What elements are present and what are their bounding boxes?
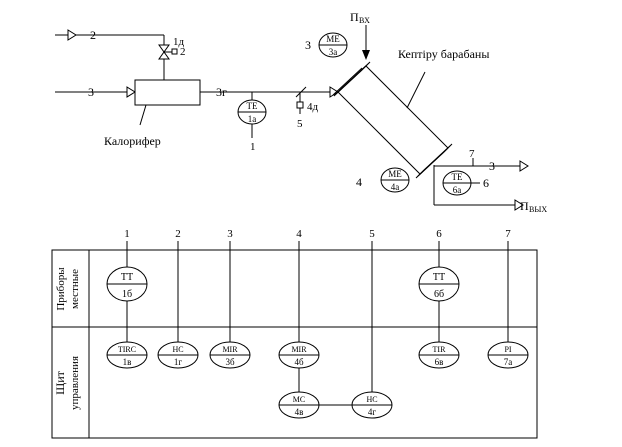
instrument-te-6a: TE 6а xyxy=(442,170,480,196)
tirc-1v-top: TIRC xyxy=(118,345,136,354)
svg-text:управления: управления xyxy=(69,356,81,410)
tir-6v-bottom: 6в xyxy=(435,357,444,367)
instrument-te-1a: TE 1а xyxy=(237,99,267,138)
pi-7a-bottom: 7а xyxy=(504,357,513,367)
tt-1b-bottom: 1б xyxy=(122,289,132,300)
calorifer-label: Калорифер xyxy=(104,134,161,148)
svg-text:Щит: Щит xyxy=(53,370,67,395)
line-4-label: 4 xyxy=(356,175,362,189)
line-2-label: 2 xyxy=(90,28,96,42)
p-out-sub: ВЫХ xyxy=(529,205,547,214)
pi-7a-top: PI xyxy=(504,345,511,354)
mc-4v-bottom: 4в xyxy=(295,407,304,417)
te-6a-top: TE xyxy=(452,172,463,182)
tt-1b-top: TT xyxy=(121,272,133,283)
side-panel-label-2: управления xyxy=(69,356,81,410)
instrument-mc-4v: MC 4в xyxy=(278,391,320,419)
side-local-label-2: местные xyxy=(69,269,81,309)
hc-1g-bottom: 1г xyxy=(174,357,183,367)
instrument-me-3a: ME 3а xyxy=(318,32,348,58)
instrument-table xyxy=(51,249,538,439)
te-1a-lead-label: 1 xyxy=(250,141,256,153)
instrument-tt-6b: TT 6б xyxy=(418,266,460,302)
te-1a-bottom: 1а xyxy=(248,114,257,124)
valve-1d-num: 2 xyxy=(180,46,186,58)
column-5: 5 xyxy=(369,228,375,240)
column-lines xyxy=(126,241,509,406)
side-local-label: Приборы xyxy=(55,267,67,311)
tir-6v-top: TIR xyxy=(433,345,447,354)
mir-3b-top: MIR xyxy=(222,345,238,354)
me-3a-bottom: 3а xyxy=(329,47,338,57)
drum-leader xyxy=(406,71,426,109)
svg-text:местные: местные xyxy=(69,269,81,309)
instrument-hc-4g: HC 4г xyxy=(351,391,393,419)
me-3a-top: ME xyxy=(326,34,340,44)
p-out-main: П xyxy=(520,199,529,213)
mir-4b-bottom: 4б xyxy=(294,357,304,367)
mir-4b-top: MIR xyxy=(291,345,307,354)
svg-text:Приборы: Приборы xyxy=(55,267,67,311)
column-2: 2 xyxy=(175,228,181,240)
column-3: 3 xyxy=(227,228,233,240)
instrument-hc-1g: HC 1г xyxy=(157,341,199,369)
column-6: 6 xyxy=(436,228,442,240)
line-3-top-label: 3 xyxy=(305,38,311,52)
tirc-1v-bottom: 1в xyxy=(123,357,132,367)
p-in-main: П xyxy=(350,10,359,24)
hc-4g-bottom: 4г xyxy=(368,407,377,417)
p-in-arrow xyxy=(362,25,370,60)
tt-6b-top: TT xyxy=(433,272,445,283)
mir-3b-bottom: 3б xyxy=(225,357,235,367)
calorifer-box xyxy=(134,79,201,106)
instrument-mir-3b: MIR 3б xyxy=(209,341,251,369)
out-3g-label: 3г xyxy=(216,85,227,99)
mc-4v-top: MC xyxy=(293,395,305,404)
column-4: 4 xyxy=(296,228,302,240)
valve-1d xyxy=(158,44,178,60)
valve-1d-label: 1д xyxy=(173,36,185,48)
instrument-me-4a: ME 4а xyxy=(380,167,410,193)
instrument-tir-6v: TIR 6в xyxy=(418,341,460,369)
instrument-pi-7a: PI 7а xyxy=(487,341,529,369)
column-7: 7 xyxy=(505,228,511,240)
line-3-feed xyxy=(55,86,136,98)
me-4a-bottom: 4а xyxy=(391,182,400,192)
tt-6b-bottom: 6б xyxy=(434,289,444,300)
p-in-sub: ВХ xyxy=(359,16,370,25)
calorifer-leader xyxy=(139,104,147,126)
me-4a-top: ME xyxy=(388,169,402,179)
instrument-tirc-1v: TIRC 1в xyxy=(106,341,148,369)
instrument-mir-4b: MIR 4б xyxy=(278,341,320,369)
line-2-feed xyxy=(55,29,165,80)
line-3-right-label: 3 xyxy=(489,159,495,173)
hc-1g-top: HC xyxy=(172,345,183,354)
side-panel-label: Щит xyxy=(53,370,67,395)
te-1a-top: TE xyxy=(247,101,258,111)
dryer-drum xyxy=(332,61,453,179)
hc-4g-top: HC xyxy=(366,395,377,404)
outlet-pipe xyxy=(433,158,529,211)
valve-4d-label: 4д xyxy=(307,101,319,113)
column-1: 1 xyxy=(124,228,130,240)
line-3-label: 3 xyxy=(88,85,94,99)
te-6a-bottom: 6а xyxy=(453,185,462,195)
line-5-label: 5 xyxy=(297,118,303,130)
line-7-label: 7 xyxy=(469,148,475,160)
instrument-tt-1b: TT 1б xyxy=(106,266,148,302)
dryer-drum-label: Кептіру барабаны xyxy=(398,47,489,61)
line-6-label: 6 xyxy=(483,176,489,190)
